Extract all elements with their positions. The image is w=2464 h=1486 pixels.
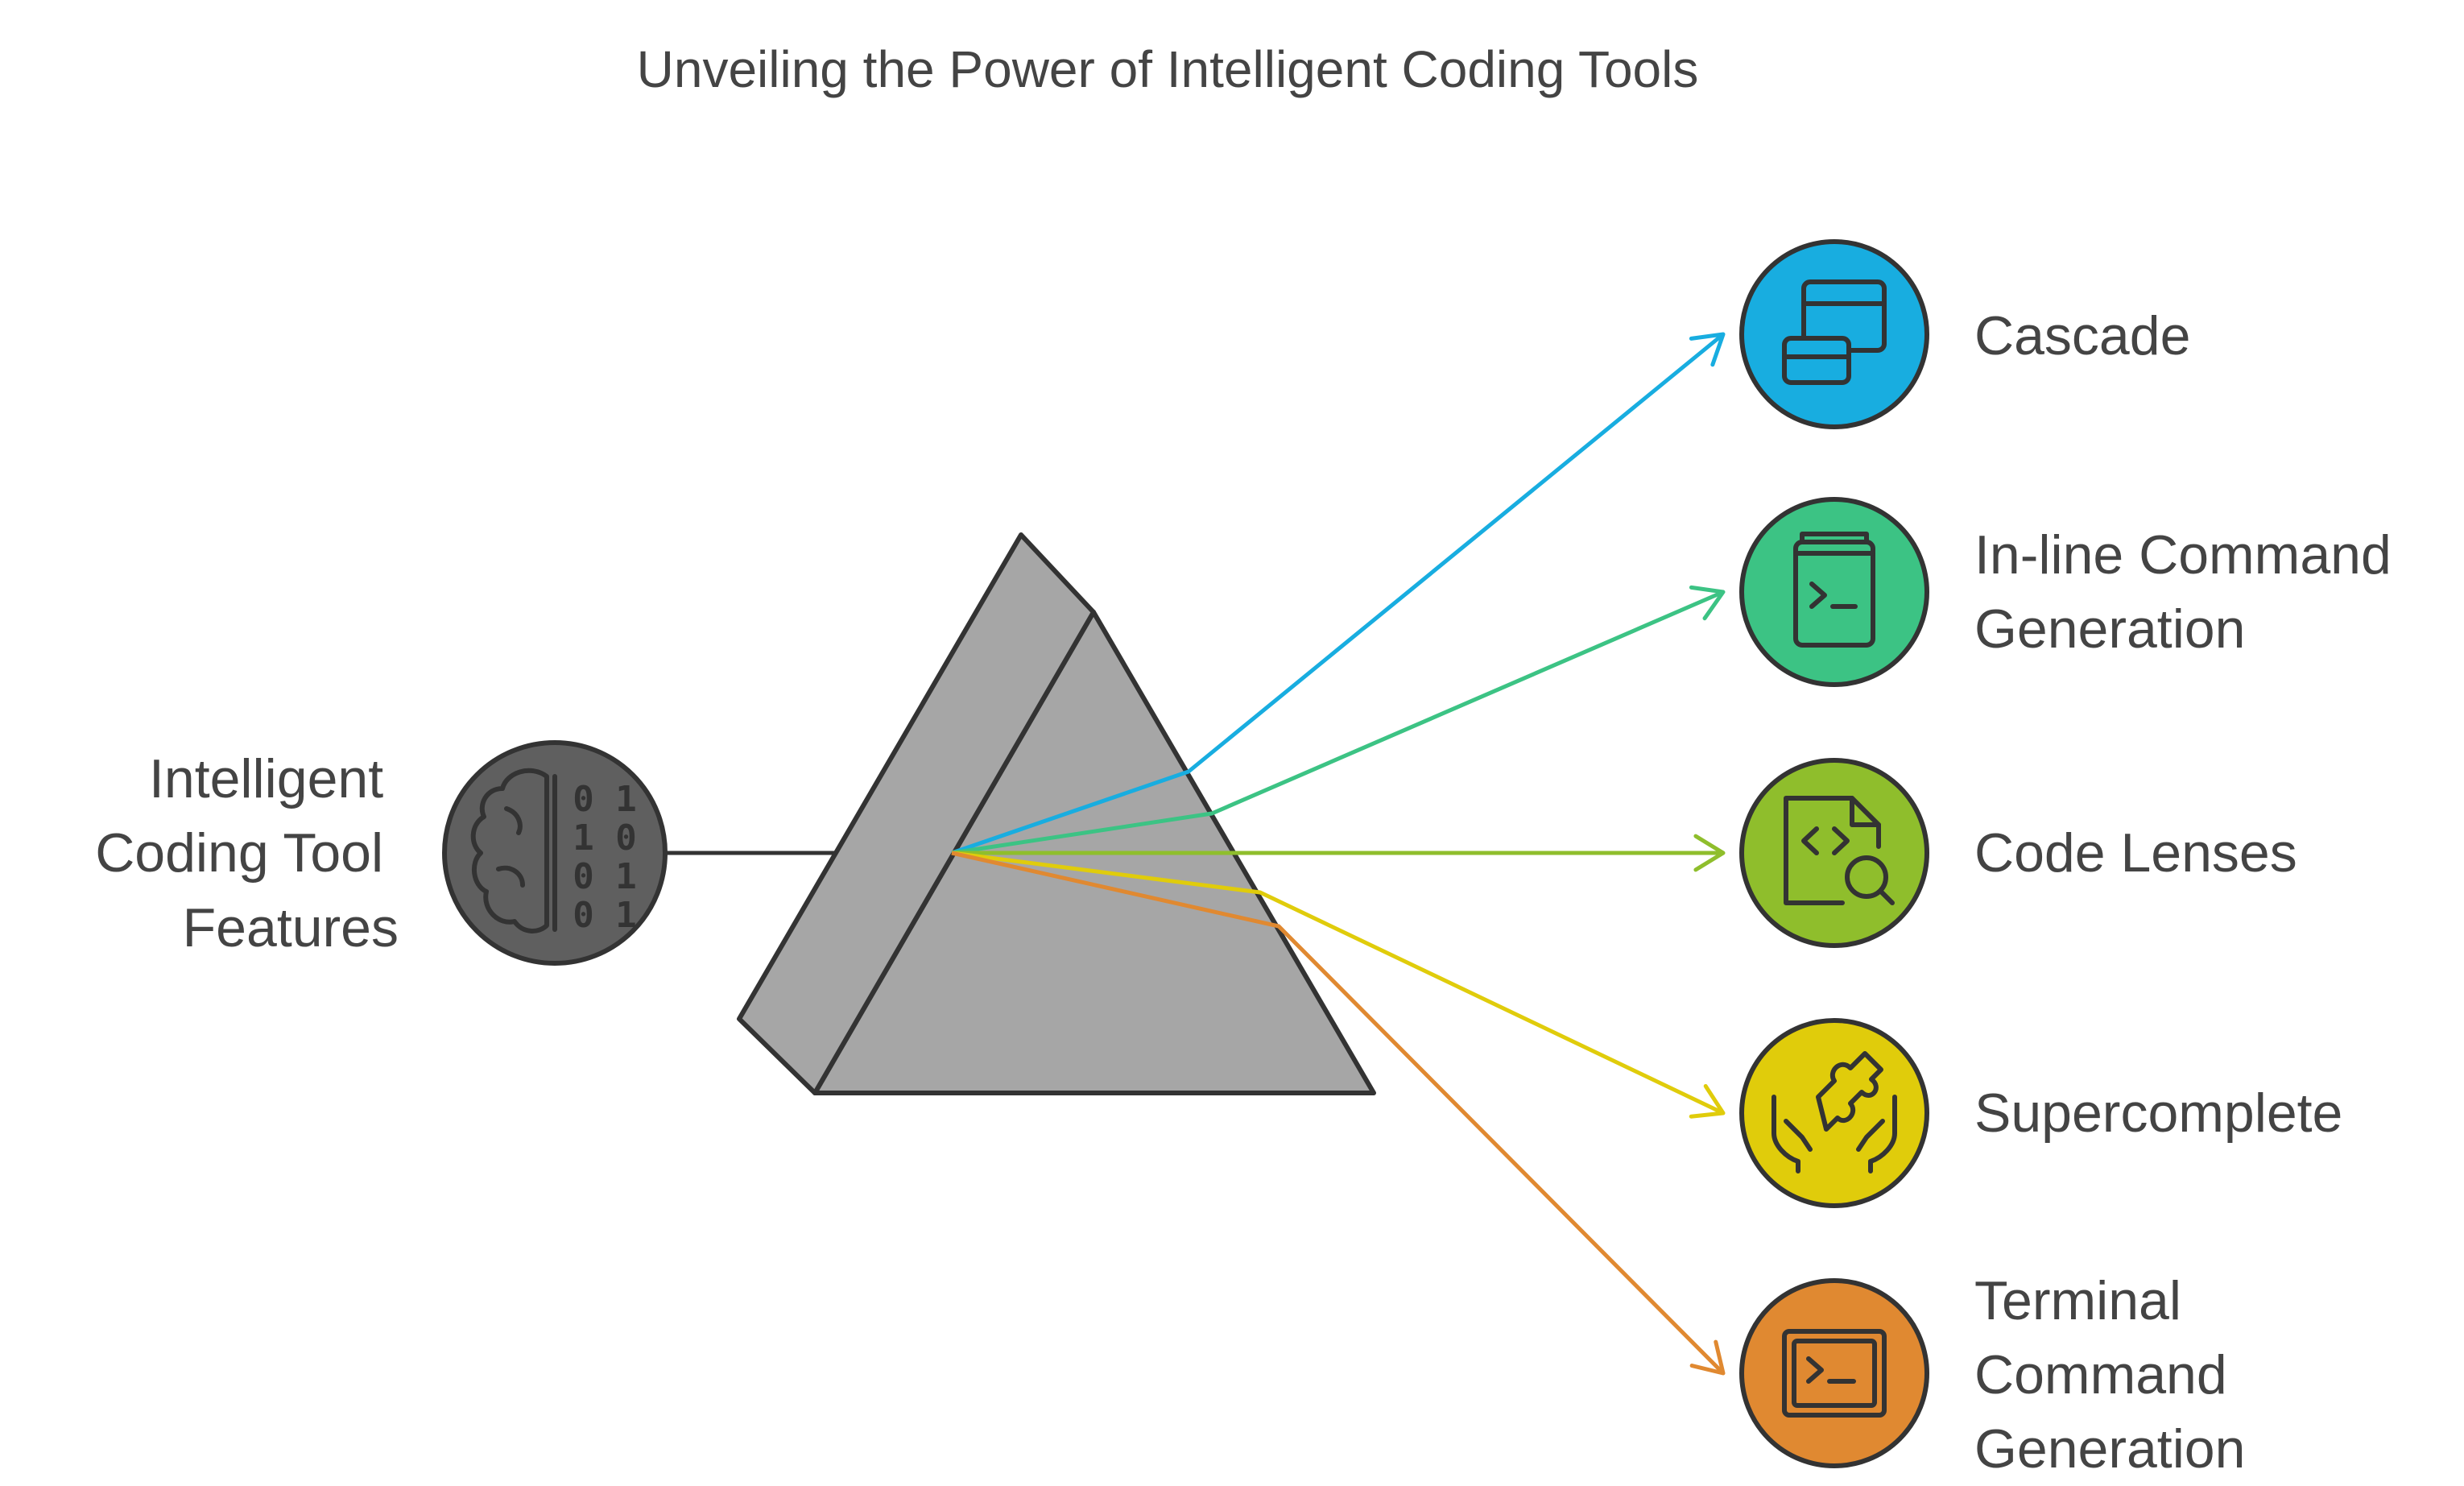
feature-node-supercomplete: Supercomplete bbox=[1739, 1018, 2342, 1208]
terminal-book-icon bbox=[1793, 532, 1875, 648]
feature-label: Supercomplete bbox=[1974, 1082, 2342, 1144]
puzzle-hands-icon bbox=[1772, 1051, 1897, 1173]
svg-text:0 1: 0 1 bbox=[573, 779, 636, 820]
light-ray bbox=[951, 851, 1725, 1116]
brain-binary-icon: 0 1 1 0 0 1 0 1 bbox=[470, 768, 637, 936]
feature-node-inline-command-generation: In-line Command Generation bbox=[1739, 497, 2407, 687]
terminal-window-icon bbox=[1782, 1329, 1887, 1418]
feature-node-cascade: Cascade bbox=[1739, 239, 2190, 429]
light-ray bbox=[951, 851, 1725, 1375]
prism bbox=[737, 532, 1376, 1095]
feature-label-line: Cascade bbox=[1974, 305, 2190, 366]
source-label-line: Intelligent bbox=[149, 748, 383, 809]
feature-node-code-lenses: Code Lenses bbox=[1739, 758, 2297, 948]
light-ray-arrowhead bbox=[1689, 1339, 1726, 1376]
svg-text:0 1: 0 1 bbox=[573, 895, 636, 936]
svg-text:0 1: 0 1 bbox=[573, 856, 636, 897]
prism-side-face bbox=[737, 532, 1096, 1095]
light-ray-arrowhead bbox=[1693, 834, 1726, 872]
diagram-title: Unveiling the Power of Intelligent Codin… bbox=[637, 40, 1699, 98]
feature-label: Terminal Command Generation bbox=[1974, 1270, 2245, 1480]
feature-circle bbox=[1739, 239, 1929, 429]
feature-circle bbox=[1739, 497, 1929, 687]
light-ray bbox=[951, 333, 1725, 855]
light-ray-arrowhead bbox=[1689, 332, 1726, 367]
source-node: 0 1 1 0 0 1 0 1 bbox=[442, 740, 668, 966]
feature-node-terminal-command-generation: Terminal Command Generation bbox=[1739, 1270, 2245, 1480]
code-search-icon bbox=[1784, 796, 1895, 905]
feature-circle bbox=[1739, 1278, 1929, 1468]
svg-text:1 0: 1 0 bbox=[573, 818, 636, 859]
feature-label: Code Lenses bbox=[1974, 822, 2297, 884]
feature-label-line: Command bbox=[1974, 1344, 2227, 1405]
light-ray bbox=[951, 590, 1724, 855]
feature-label-line: Code Lenses bbox=[1974, 822, 2297, 884]
feature-label-line: In-line Command bbox=[1974, 524, 2392, 586]
feature-label-line: Generation bbox=[1974, 1418, 2245, 1480]
feature-label-line: Supercomplete bbox=[1974, 1082, 2342, 1144]
feature-label-line: Terminal bbox=[1974, 1270, 2181, 1331]
source-label-line: Coding Tool bbox=[95, 822, 383, 884]
light-rays bbox=[951, 332, 1726, 1376]
feature-label: In-line Command Generation bbox=[1974, 524, 2407, 660]
source-label: Intelligent Coding Tool Features bbox=[95, 748, 399, 958]
feature-label-line: Generation bbox=[1974, 598, 2245, 660]
window-stack-icon bbox=[1782, 279, 1887, 385]
source-label-line: Features bbox=[183, 897, 399, 958]
light-ray-arrowhead bbox=[1689, 1083, 1726, 1119]
feature-circle bbox=[1739, 1018, 1929, 1208]
light-ray-arrowhead bbox=[1689, 585, 1726, 621]
feature-label: Cascade bbox=[1974, 305, 2190, 366]
